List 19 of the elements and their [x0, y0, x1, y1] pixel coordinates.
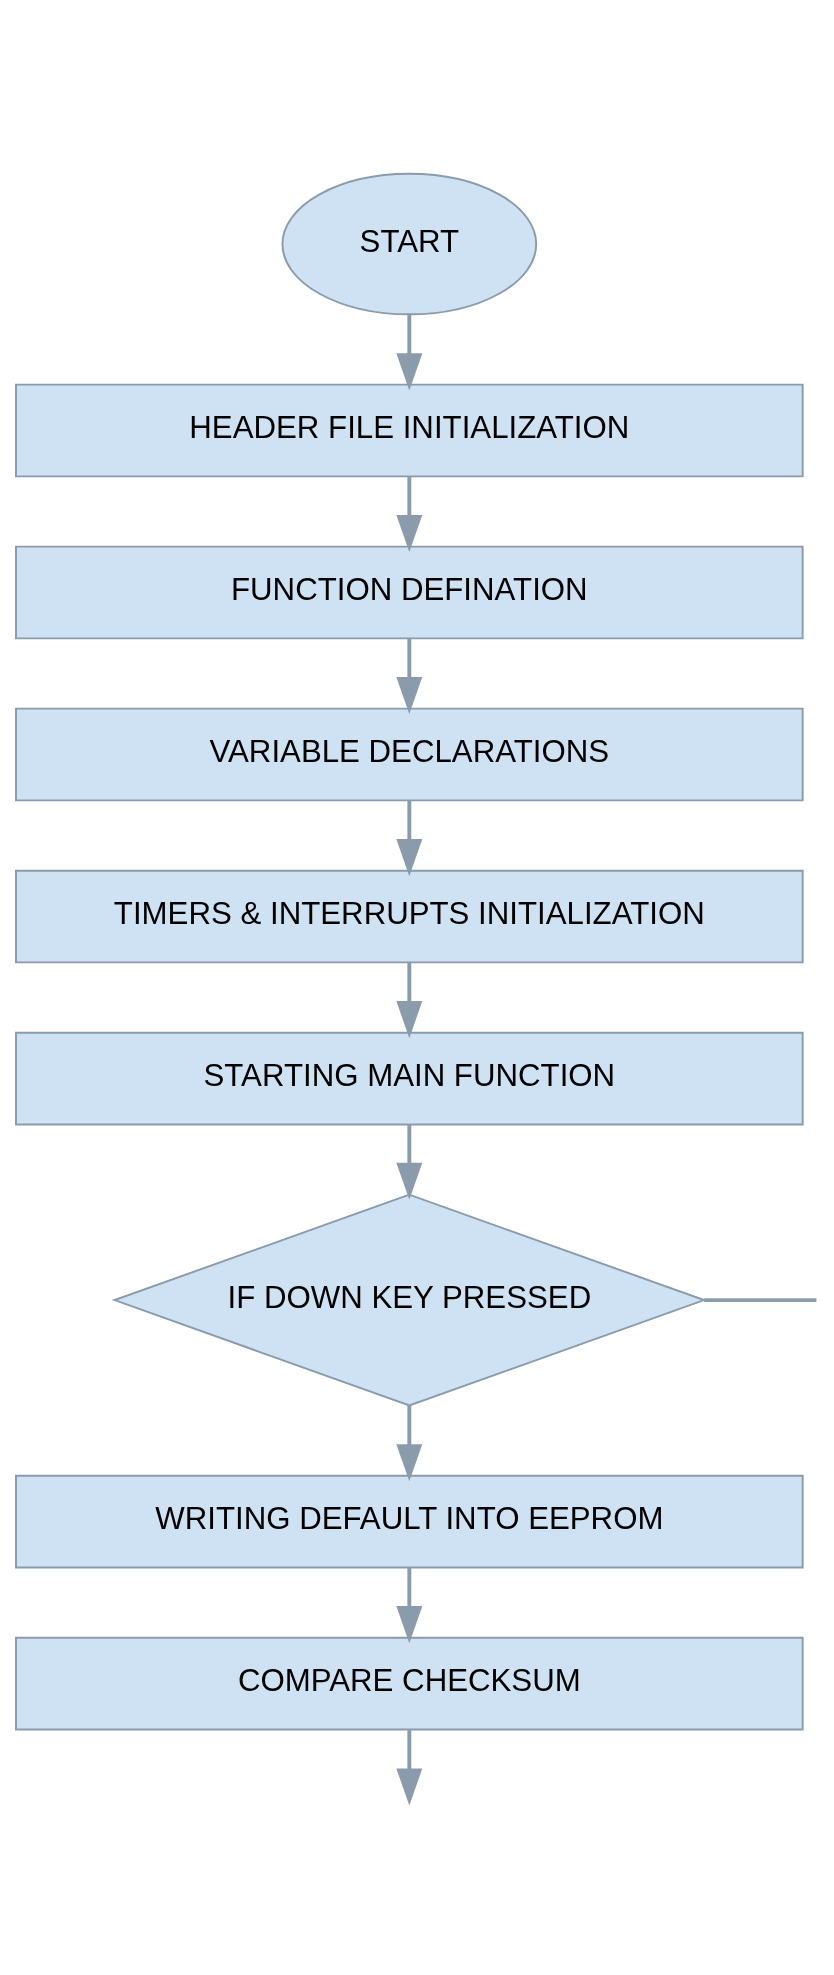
- node-box: TIMERS & INTERRUPTS INITIALIZATION: [15, 869, 804, 964]
- arrow: [396, 1567, 423, 1644]
- arrow: [396, 314, 423, 391]
- node-box: VARIABLE DECLARATIONS: [15, 707, 804, 802]
- connector: [704, 1298, 817, 1303]
- node-ellipse: START: [281, 172, 538, 316]
- arrow: [396, 476, 423, 553]
- node-box: STARTING MAIN FUNCTION: [15, 1031, 804, 1126]
- node-diamond: IF DOWN KEY PRESSED: [111, 1193, 707, 1407]
- arrow: [396, 1730, 423, 1806]
- node-box: COMPARE CHECKSUM: [15, 1636, 804, 1731]
- arrow: [396, 800, 423, 877]
- node-box: HEADER FILE INITIALIZATION: [15, 383, 804, 478]
- arrow: [396, 1124, 423, 1200]
- arrow: [396, 962, 423, 1039]
- node-box: FUNCTION DEFINATION: [15, 545, 804, 640]
- arrow: [396, 638, 423, 715]
- arrow: [396, 1405, 423, 1482]
- node-box: WRITING DEFAULT INTO EEPROM: [15, 1474, 804, 1569]
